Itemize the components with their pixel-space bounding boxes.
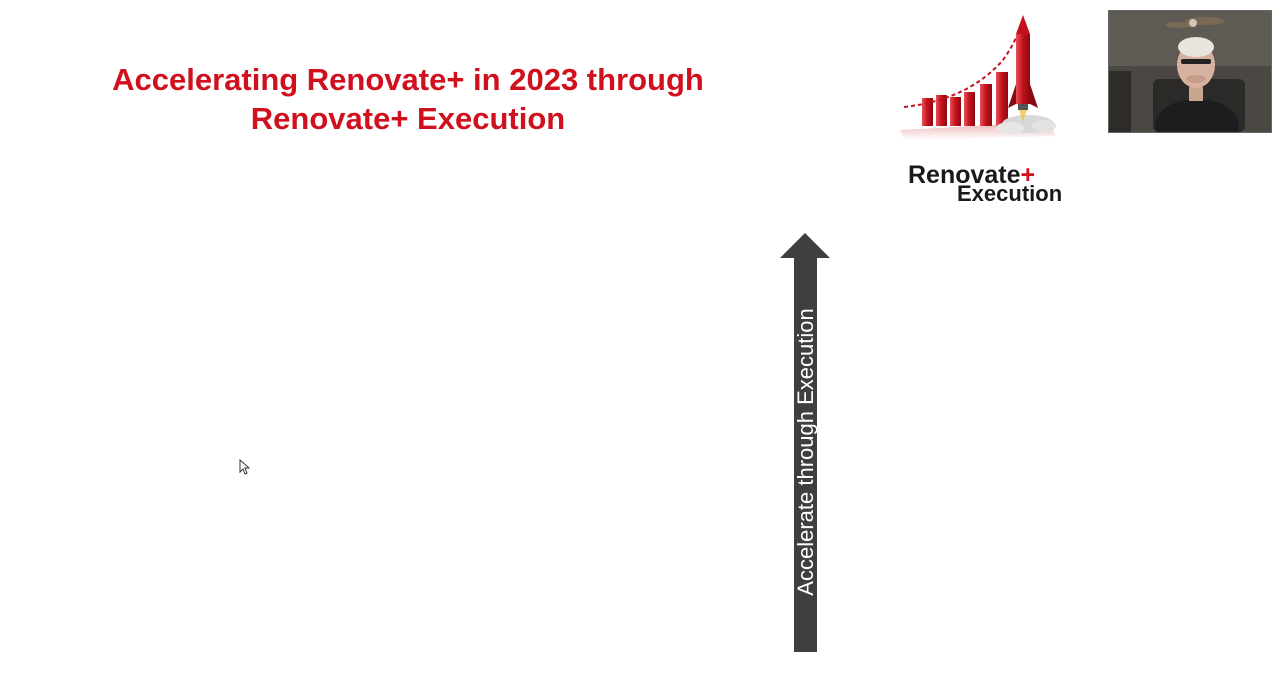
slide-title-line-2: Renovate+ Execution <box>250 101 566 136</box>
renovate-execution-logo: Renovate+ Execution <box>898 12 1078 212</box>
person <box>1155 99 1239 132</box>
slide-title-line-1: Accelerating Renovate+ in 2023 through <box>112 62 704 97</box>
logo-name-text: Renovate <box>908 161 1021 189</box>
arrow-shaft <box>794 257 817 652</box>
logo-name: Renovate+ <box>908 160 1035 190</box>
logo-subtitle: Execution <box>957 181 1063 206</box>
webcam-feed <box>1108 10 1272 133</box>
mouse-cursor-icon <box>239 459 250 475</box>
arrow-up-icon <box>780 233 830 258</box>
webcam-scene <box>1109 11 1271 132</box>
slide-title: Accelerating Renovate+ in 2023 through R… <box>60 60 756 138</box>
logo-plus: + <box>1020 161 1036 189</box>
rocket-chart-logo <box>900 15 1056 140</box>
arrow-label: Accelerate through Execution <box>792 308 818 596</box>
accelerate-arrow: Accelerate through Execution <box>780 233 830 653</box>
